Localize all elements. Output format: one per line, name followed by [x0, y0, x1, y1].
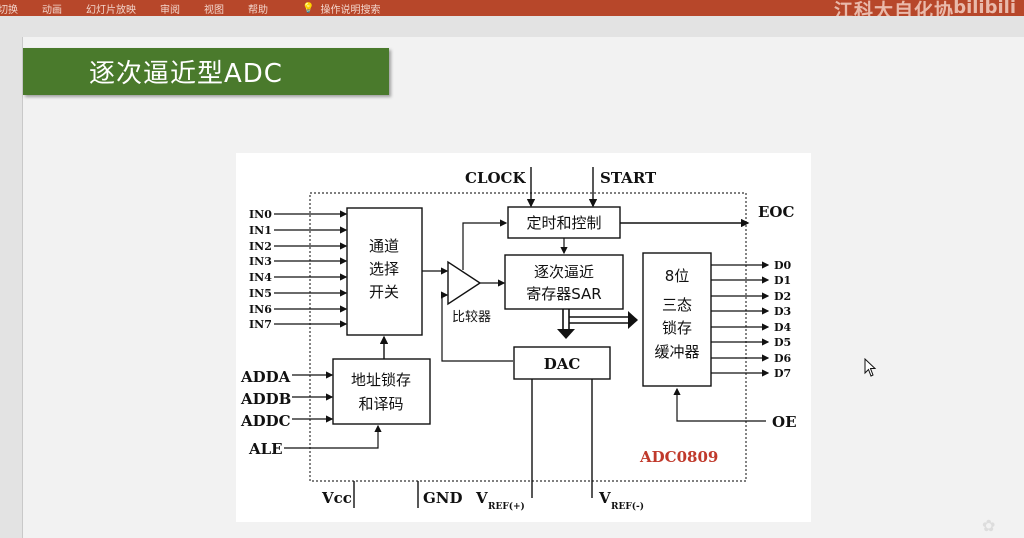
slide-title: 逐次逼近型ADC — [89, 59, 283, 89]
lightbulb-icon: 💡 — [302, 2, 315, 14]
output-label: D5 — [774, 336, 791, 349]
output-label: D6 — [774, 352, 792, 365]
diagram-svg: CLOCK START 定时和控制 EOC 通道 选择 开关 IN0 IN1 — [240, 167, 797, 512]
digital-outputs: D0 D1 D2 D3 D4 D5 D6 D7 — [711, 259, 792, 380]
vcc-label: Vcc — [321, 489, 352, 507]
ribbon-tab-bar: 切换 动画 幻灯片放映 审阅 视图 帮助 💡 操作说明搜索 江科大自化协 bil… — [0, 0, 1024, 16]
addb-label: ADDB — [240, 390, 291, 408]
output-label: D4 — [774, 321, 792, 334]
sar-line-2: 寄存器SAR — [526, 285, 601, 303]
danmaku-cat-icon[interactable]: ✿ — [982, 516, 996, 535]
ale-line — [284, 424, 382, 449]
input-label: IN3 — [249, 255, 272, 268]
slide-title-bar[interactable]: 逐次逼近型ADC — [23, 48, 389, 95]
output-label: D0 — [774, 259, 792, 272]
analog-inputs: IN0 IN1 IN2 IN3 IN4 IN5 IN6 IN7 — [249, 208, 348, 331]
input-label: IN2 — [249, 240, 272, 253]
adc-block-diagram[interactable]: CLOCK START 定时和控制 EOC 通道 选择 开关 IN0 IN1 — [236, 153, 811, 522]
input-label: IN5 — [249, 287, 272, 300]
sar-block — [504, 254, 624, 310]
comparator-label: 比较器 — [452, 310, 491, 325]
buffer-line-2: 三态 — [662, 296, 692, 314]
dac-feedback — [441, 291, 513, 362]
mouse-cursor-icon — [864, 358, 877, 377]
input-label: IN7 — [249, 318, 272, 331]
eoc-label: EOC — [758, 203, 794, 221]
input-label: IN6 — [249, 303, 272, 316]
sar-line-1: 逐次逼近 — [534, 263, 594, 281]
tab-animations[interactable]: 动画 — [42, 4, 62, 16]
input-label: IN0 — [249, 208, 272, 221]
latch-line-1: 地址锁存 — [351, 371, 411, 389]
vref-plus-sub: REF(+) — [488, 501, 525, 512]
vref-minus-sub: REF(-) — [611, 501, 644, 512]
adda-label: ADDA — [240, 368, 291, 386]
buffer-line-1: 8位 — [665, 267, 690, 285]
vref-minus-label: V — [598, 489, 611, 507]
clock-label: CLOCK — [465, 169, 526, 187]
input-label: IN4 — [249, 271, 272, 284]
output-label: D1 — [774, 274, 791, 287]
dac-label: DAC — [544, 355, 581, 373]
output-buffer-block — [642, 252, 712, 387]
watermark-text: 江科大自化协 — [833, 0, 954, 16]
tab-help[interactable]: 帮助 — [248, 4, 268, 16]
timing-control-block — [507, 206, 621, 239]
addc-label: ADDC — [240, 412, 291, 430]
address-latch-block — [332, 358, 431, 425]
tab-review[interactable]: 审阅 — [160, 4, 180, 16]
chip-name-label: ADC0809 — [639, 448, 718, 466]
gnd-label: GND — [423, 489, 463, 507]
latch-line-2: 和译码 — [358, 395, 403, 413]
chip-boundary — [309, 192, 747, 482]
buffer-line-3: 锁存 — [662, 319, 692, 337]
bilibili-logo: bilibili — [953, 0, 1016, 16]
oe-line — [673, 387, 766, 422]
ale-label: ALE — [248, 440, 283, 458]
sar-to-dac-bus — [562, 309, 570, 329]
comparator-to-timing — [462, 219, 508, 270]
dac-block — [513, 346, 611, 380]
slide-workspace: 逐次逼近型ADC CLOCK START 定时和控制 — [0, 16, 1024, 538]
output-label: D7 — [774, 367, 791, 380]
buffer-line-4: 缓冲器 — [654, 343, 699, 361]
tab-slideshow[interactable]: 幻灯片放映 — [86, 4, 136, 16]
sar-to-buffer-bus — [569, 316, 628, 324]
output-label: D3 — [774, 305, 791, 318]
tab-view[interactable]: 视图 — [204, 4, 224, 16]
mux-line-1: 通道 — [369, 237, 399, 255]
oe-label: OE — [772, 413, 797, 431]
input-label: IN1 — [249, 224, 272, 237]
comparator-symbol — [447, 260, 482, 306]
mux-line-2: 选择 — [369, 260, 399, 278]
channel-mux-block — [346, 207, 423, 336]
tell-me-search[interactable]: 操作说明搜索 — [320, 4, 381, 16]
timing-control-label: 定时和控制 — [526, 214, 601, 232]
tab-transitions[interactable]: 切换 — [0, 4, 18, 16]
slide-canvas[interactable]: 逐次逼近型ADC CLOCK START 定时和控制 — [22, 37, 1024, 538]
vref-plus-label: V — [475, 489, 488, 507]
output-label: D2 — [774, 290, 791, 303]
mux-line-3: 开关 — [369, 283, 399, 301]
start-label: START — [600, 169, 657, 187]
